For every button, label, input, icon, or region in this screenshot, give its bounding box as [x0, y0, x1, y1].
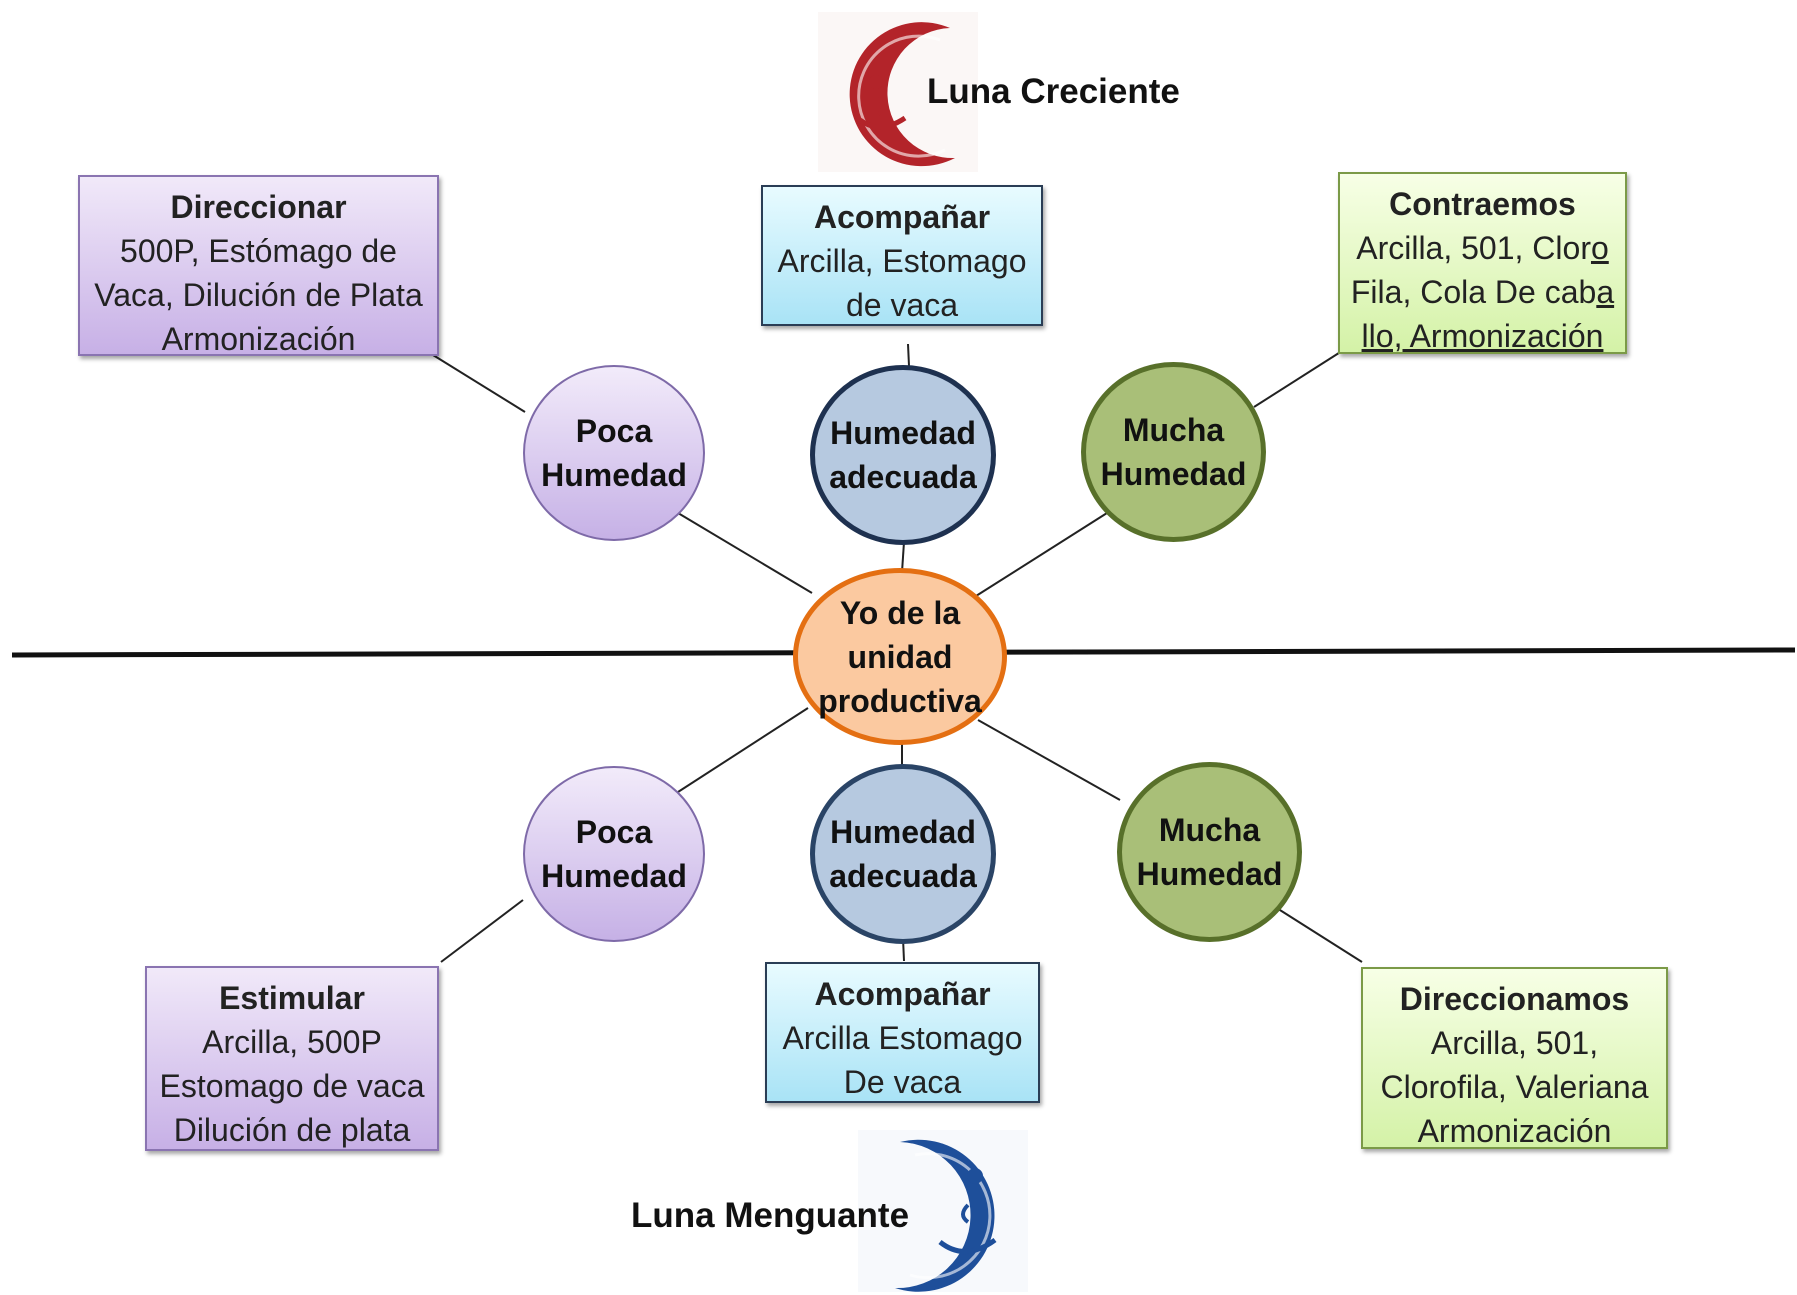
box-line-underlined: a [1596, 274, 1615, 310]
node-line: adecuada [829, 459, 977, 495]
crescent-moon-face-icon [818, 12, 978, 172]
box-line: 500P, Estómago de [120, 233, 397, 269]
node-line: Mucha [1158, 812, 1261, 848]
box-line: Armonización [1417, 1113, 1612, 1149]
connector-left-box-upper [432, 354, 526, 413]
box-line: De vaca [843, 1064, 962, 1100]
box-title: Estimular [219, 980, 365, 1016]
box-line: Arcilla, 501, Cloro [1340, 226, 1625, 270]
node-line: adecuada [829, 858, 977, 894]
box-line: Vaca, Dilución de Plata [94, 277, 423, 313]
node-humedad-adecuada-upper: Humedad adecuada [810, 365, 996, 545]
node-line: Humedad [830, 415, 976, 451]
action-box-estimular: Estimular Arcilla, 500P Estomago de vaca… [145, 966, 439, 1151]
box-title: Direccionar [170, 189, 347, 225]
connector-left-box-lower [440, 899, 524, 963]
connector-right-box-lower [1271, 904, 1363, 963]
box-title: Contraemos [1389, 186, 1576, 222]
connector-right-box-upper [1253, 350, 1343, 408]
node-center-unidad-productiva: Yo de la unidad productiva [793, 568, 1007, 745]
box-title: Acompañar [814, 976, 991, 1012]
box-line-underlined: o [1590, 230, 1609, 266]
node-line: Humedad [1100, 456, 1247, 492]
box-line: Dilución de plata [173, 1112, 411, 1148]
node-line: Humedad [1136, 856, 1283, 892]
connector-mucha-upper [975, 512, 1108, 597]
connector-poca-upper [677, 512, 813, 594]
node-line: Yo de la [839, 594, 961, 631]
connector-poca-lower [677, 707, 809, 793]
connector-adecuada-upper [901, 541, 905, 573]
action-box-contraemos: Contraemos Arcilla, 501, Cloro Fila, Col… [1338, 172, 1627, 354]
box-line: de vaca [845, 287, 959, 323]
box-line-text: Fila, Cola De cab [1350, 274, 1597, 310]
node-line: Humedad [541, 858, 687, 894]
connector-mid-box-upper [907, 343, 910, 367]
box-line: Arcilla, 500P [202, 1024, 382, 1060]
connector-mucha-lower [977, 719, 1121, 801]
box-line-text: Arcilla, 501, Clor [1356, 230, 1591, 266]
waning-moon-face-icon [858, 1130, 1028, 1292]
box-line: Armonización [161, 321, 356, 357]
moon-label-menguante: Luna Menguante [631, 1196, 910, 1235]
box-line: Arcilla, 501, [1430, 1025, 1599, 1061]
box-line: llo, Armonización [1361, 318, 1604, 354]
action-box-direccionar: Direccionar 500P, Estómago de Vaca, Dilu… [78, 175, 439, 357]
action-box-direccionamos: Direccionamos Arcilla, 501, Clorofila, V… [1361, 967, 1668, 1149]
node-humedad-adecuada-lower: Humedad adecuada [810, 764, 996, 944]
box-line: Estomago de vaca [159, 1068, 425, 1104]
node-line: Humedad [541, 457, 687, 493]
node-line: unidad [847, 638, 953, 675]
box-line: Fila, Cola De caba [1340, 270, 1625, 314]
node-line: Humedad [830, 814, 976, 850]
action-box-acompanar-lower: Acompañar Arcilla Estomago De vaca [765, 962, 1040, 1103]
moon-label-creciente: Luna Creciente [927, 72, 1180, 111]
node-line: Poca [575, 814, 653, 850]
node-line: Poca [575, 413, 653, 449]
box-line: Arcilla Estomago [782, 1020, 1023, 1056]
box-title: Acompañar [813, 199, 991, 235]
node-line: Mucha [1122, 412, 1225, 448]
box-title: Direccionamos [1399, 981, 1630, 1017]
action-box-acompanar-upper: Acompañar Arcilla, Estomago de vaca [761, 185, 1043, 326]
node-line: productiva [818, 682, 982, 719]
box-line: Arcilla, Estomago [777, 243, 1027, 279]
box-line: Clorofila, Valeriana [1380, 1069, 1649, 1105]
